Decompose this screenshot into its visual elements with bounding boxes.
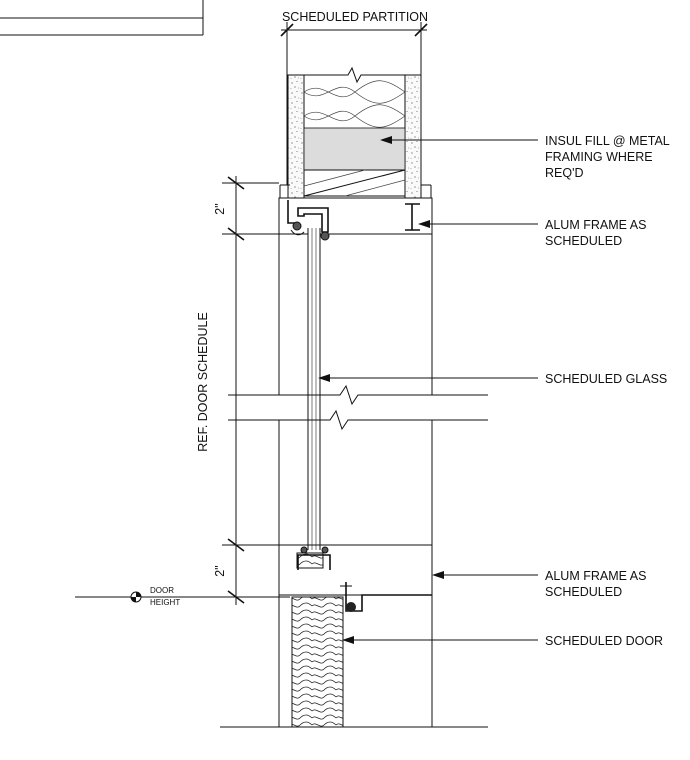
partition-wall	[279, 66, 432, 199]
partition-dimension: SCHEDULED PARTITION	[280, 10, 428, 185]
ref-door-schedule-label: REF. DOOR SCHEDULE	[196, 312, 210, 452]
leaders	[318, 136, 538, 644]
door-silencer	[346, 602, 356, 612]
frame-top-callout-line2: SCHEDULED	[545, 234, 622, 248]
vertical-dimension: 2" 2" REF. DOOR SCHEDULE	[196, 176, 290, 605]
dim-top-label: 2"	[213, 203, 227, 214]
setting-block	[296, 552, 324, 569]
door-callout: SCHEDULED DOOR	[545, 634, 663, 648]
jamb-lines	[278, 234, 433, 545]
glass-pane	[307, 228, 321, 550]
door-height-marker: DOOR HEIGHT	[75, 586, 222, 607]
gypsum-board-left	[287, 74, 305, 199]
door-height-line1: DOOR	[150, 586, 174, 595]
insulation-fill	[303, 127, 406, 171]
insul-callout-line2: FRAMING WHERE	[545, 150, 653, 164]
glass-callout: SCHEDULED GLASS	[545, 372, 667, 386]
callouts: INSUL FILL @ METAL FRAMING WHERE REQ'D A…	[545, 134, 670, 648]
bottom-frame	[278, 544, 433, 612]
insul-callout-line3: REQ'D	[545, 166, 584, 180]
dim-bottom-label: 2"	[213, 565, 227, 576]
break-lines	[228, 384, 488, 431]
insul-callout-line1: INSUL FILL @ METAL	[545, 134, 670, 148]
batt-insulation	[303, 80, 406, 128]
head-frame	[278, 197, 433, 241]
frame-bottom-callout-line1: ALUM FRAME AS	[545, 569, 646, 583]
gypsum-board-right	[404, 74, 422, 199]
title-block-fragment	[0, 0, 204, 36]
door-height-line2: HEIGHT	[150, 598, 180, 607]
frame-top-callout-line1: ALUM FRAME AS	[545, 218, 646, 232]
door-leaf	[291, 596, 344, 728]
partition-label: SCHEDULED PARTITION	[282, 10, 428, 24]
frame-bottom-callout-line2: SCHEDULED	[545, 585, 622, 599]
